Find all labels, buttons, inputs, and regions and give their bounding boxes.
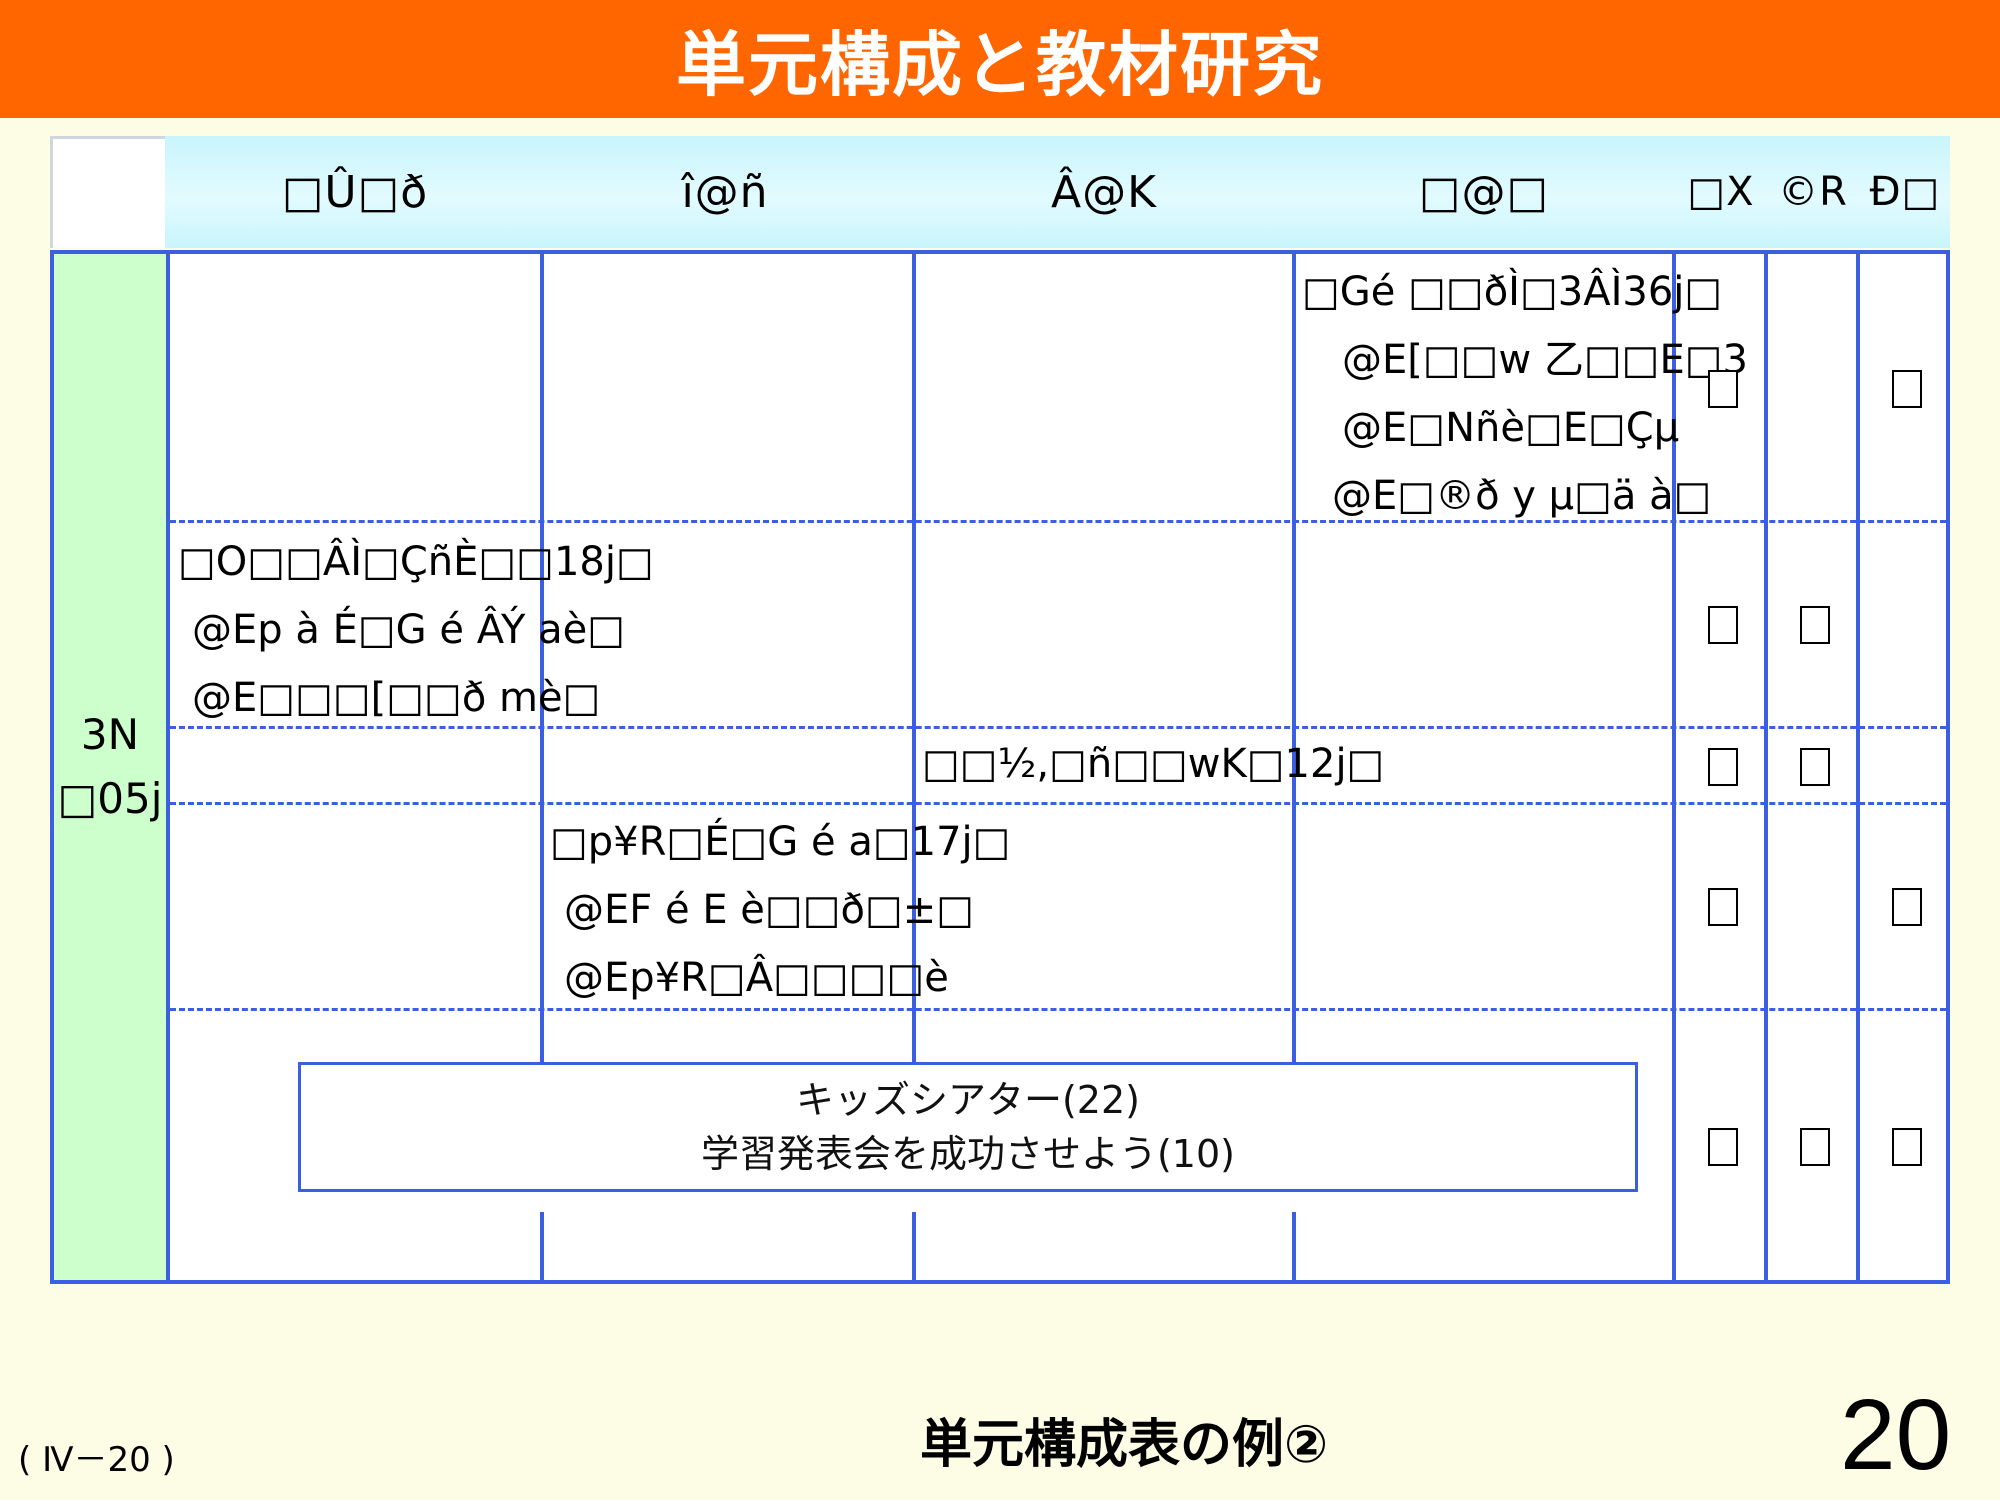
check-mark [1708,370,1738,408]
page-title: 単元構成と教材研究 [676,23,1324,106]
header-cell-3: Â@K [1051,166,1157,218]
column-divider [1764,250,1768,1284]
row3-line1: □□½,□ñ□□wK□12j□ [922,741,1385,787]
row1-line4: @E□®ð y µ□ä à□ [1332,473,1712,519]
header-cell-7: Ð□ [1869,169,1941,215]
column-divider [1292,250,1296,1284]
row4-line1: □p¥R□É□G é a□17j□ [550,819,1011,865]
grade-hours: □05j [57,774,163,823]
check-mark [1800,606,1830,644]
header-corner [50,136,165,248]
theater-line2: 学習発表会を成功させよう(10) [700,1132,1235,1176]
row2-line1: □O□□ÂÌ□ÇñÈ□□18j□ [178,539,654,585]
column-divider [1856,250,1860,1284]
row-divider [170,726,1946,729]
column-divider [1672,250,1676,1284]
check-mark [1708,1128,1738,1166]
table-header-row [165,136,1950,248]
row-divider [170,520,1946,523]
check-mark [1800,748,1830,786]
header-cell-2: î@ñ [681,166,769,218]
check-mark [1892,1128,1922,1166]
check-mark [1708,888,1738,926]
theater-line1: キッズシアター(22) [795,1078,1140,1122]
title-banner: 単元構成と教材研究 [0,0,2000,118]
theater-gap [298,1192,1638,1212]
section-code: ( Ⅳ－20 ) [18,1440,175,1480]
row4-line3: @Ep¥R□Â□□□□è [564,955,949,1001]
header-cell-5: □X [1687,169,1755,215]
check-mark [1708,748,1738,786]
row2-line3: @E□□□[□□ð mè□ [192,675,601,721]
column-divider [912,250,916,1284]
row4-line2: @EF é E è□□ð□±□ [564,887,975,933]
theater-activity-box: キッズシアター(22) 学習発表会を成功させよう(10) [298,1062,1638,1192]
row1-line1: □Gé □□ðÌ□3ÂÌ36j□ [1302,269,1723,315]
slide-subtitle: 単元構成表の例② [920,1415,1329,1475]
check-mark [1708,606,1738,644]
check-mark [1892,888,1922,926]
row1-line3: @E□Nñè□E□Çµ [1342,405,1680,451]
column-divider [540,250,544,1284]
row2-line2: @Ep à É□G é ÂÝ aè□ [192,607,626,653]
grade-column: 3N □05j [50,250,170,1284]
header-cell-1: □Û□ð [281,166,429,218]
check-mark [1892,370,1922,408]
row-divider [170,802,1946,805]
header-cell-6: ©R [1778,169,1848,215]
row-divider [170,1008,1946,1011]
page-number: 20 [1840,1379,1952,1491]
unit-structure-table: □Û□ð î@ñ Â@K □@□ □X ©R Ð□ 3N □05j □Gé □□… [50,136,1950,1286]
grade-label: 3N [80,710,140,759]
header-cell-4: □@□ [1418,166,1550,218]
row1-line2: @E[□□w 乙□□E□3 [1342,337,1748,383]
check-mark [1800,1128,1830,1166]
